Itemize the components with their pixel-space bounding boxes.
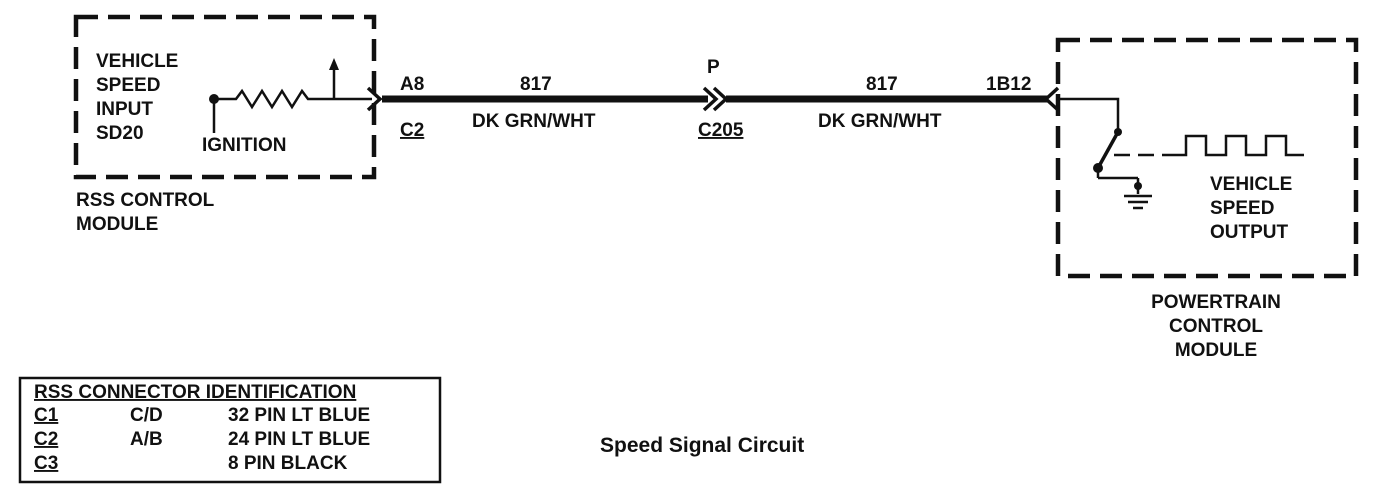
pcm-connector-chevron-icon (1043, 86, 1060, 112)
ground-icon (1124, 194, 1152, 210)
table-row-halves: C/D (130, 405, 163, 426)
powertrain-control-module-box (1055, 37, 1359, 279)
table-row-id: C2 (34, 429, 58, 450)
pull-up-resistor-symbol (214, 88, 320, 110)
c2-connector-chevron-icon (366, 86, 383, 112)
wire-right-color-label: DK GRN/WHT (818, 111, 942, 132)
c205-connector-chevron-a-icon (702, 86, 719, 112)
pcm-name-line-3: MODULE (1175, 340, 1257, 361)
output-line-1: VEHICLE (1210, 174, 1292, 195)
input-line-2: SPEED (96, 75, 160, 96)
c205-connector-label: C205 (698, 120, 744, 141)
table-row: C2 A/B 24 PIN LT BLUE (34, 429, 370, 450)
wire-left-circuit-number: 817 (520, 74, 552, 95)
wire-right-circuit-number: 817 (866, 74, 898, 95)
switch-blade (1096, 131, 1120, 169)
table-title: RSS CONNECTOR IDENTIFICATION (34, 382, 356, 403)
input-line-1: VEHICLE (96, 51, 178, 72)
rss-control-module-box (73, 14, 377, 180)
rss-module-name-line-2: MODULE (76, 214, 158, 235)
table-row-id: C3 (34, 453, 58, 474)
diagram-caption: Speed Signal Circuit (600, 434, 804, 457)
input-line-3: INPUT (96, 99, 153, 120)
pcm-connector-pin-label: 1B12 (986, 74, 1031, 95)
c2-connector-label: C2 (400, 120, 424, 141)
c2-pin-label: A8 (400, 74, 424, 95)
vehicle-speed-input-label: VEHICLE SPEED INPUT SD20 (96, 51, 178, 144)
table-row-desc: 8 PIN BLACK (228, 453, 348, 474)
rss-module-name-line-1: RSS CONTROL (76, 190, 215, 211)
pcm-name-line-2: CONTROL (1169, 316, 1263, 337)
input-line-4: SD20 (96, 123, 144, 144)
table-row-desc: 24 PIN LT BLUE (228, 429, 370, 450)
table-row-halves: A/B (130, 429, 163, 450)
ignition-label: IGNITION (202, 135, 286, 156)
table-row-desc: 32 PIN LT BLUE (228, 405, 370, 426)
table-row-id: C1 (34, 405, 59, 426)
c205-pin-label: P (707, 57, 720, 78)
output-line-3: OUTPUT (1210, 222, 1289, 243)
wire-left-color-label: DK GRN/WHT (472, 111, 596, 132)
pcm-name-line-1: POWERTRAIN (1151, 292, 1281, 313)
ground-node-dot (1134, 182, 1142, 190)
table-row: C1 C/D 32 PIN LT BLUE (34, 405, 370, 426)
table-row: C3 8 PIN BLACK (34, 453, 348, 474)
pcm-input-lead (1058, 97, 1120, 130)
output-line-2: SPEED (1210, 198, 1274, 219)
connector-identification-table (18, 376, 442, 484)
square-wave-signal-icon (1168, 134, 1304, 157)
signal-up-arrow-icon (329, 58, 339, 70)
